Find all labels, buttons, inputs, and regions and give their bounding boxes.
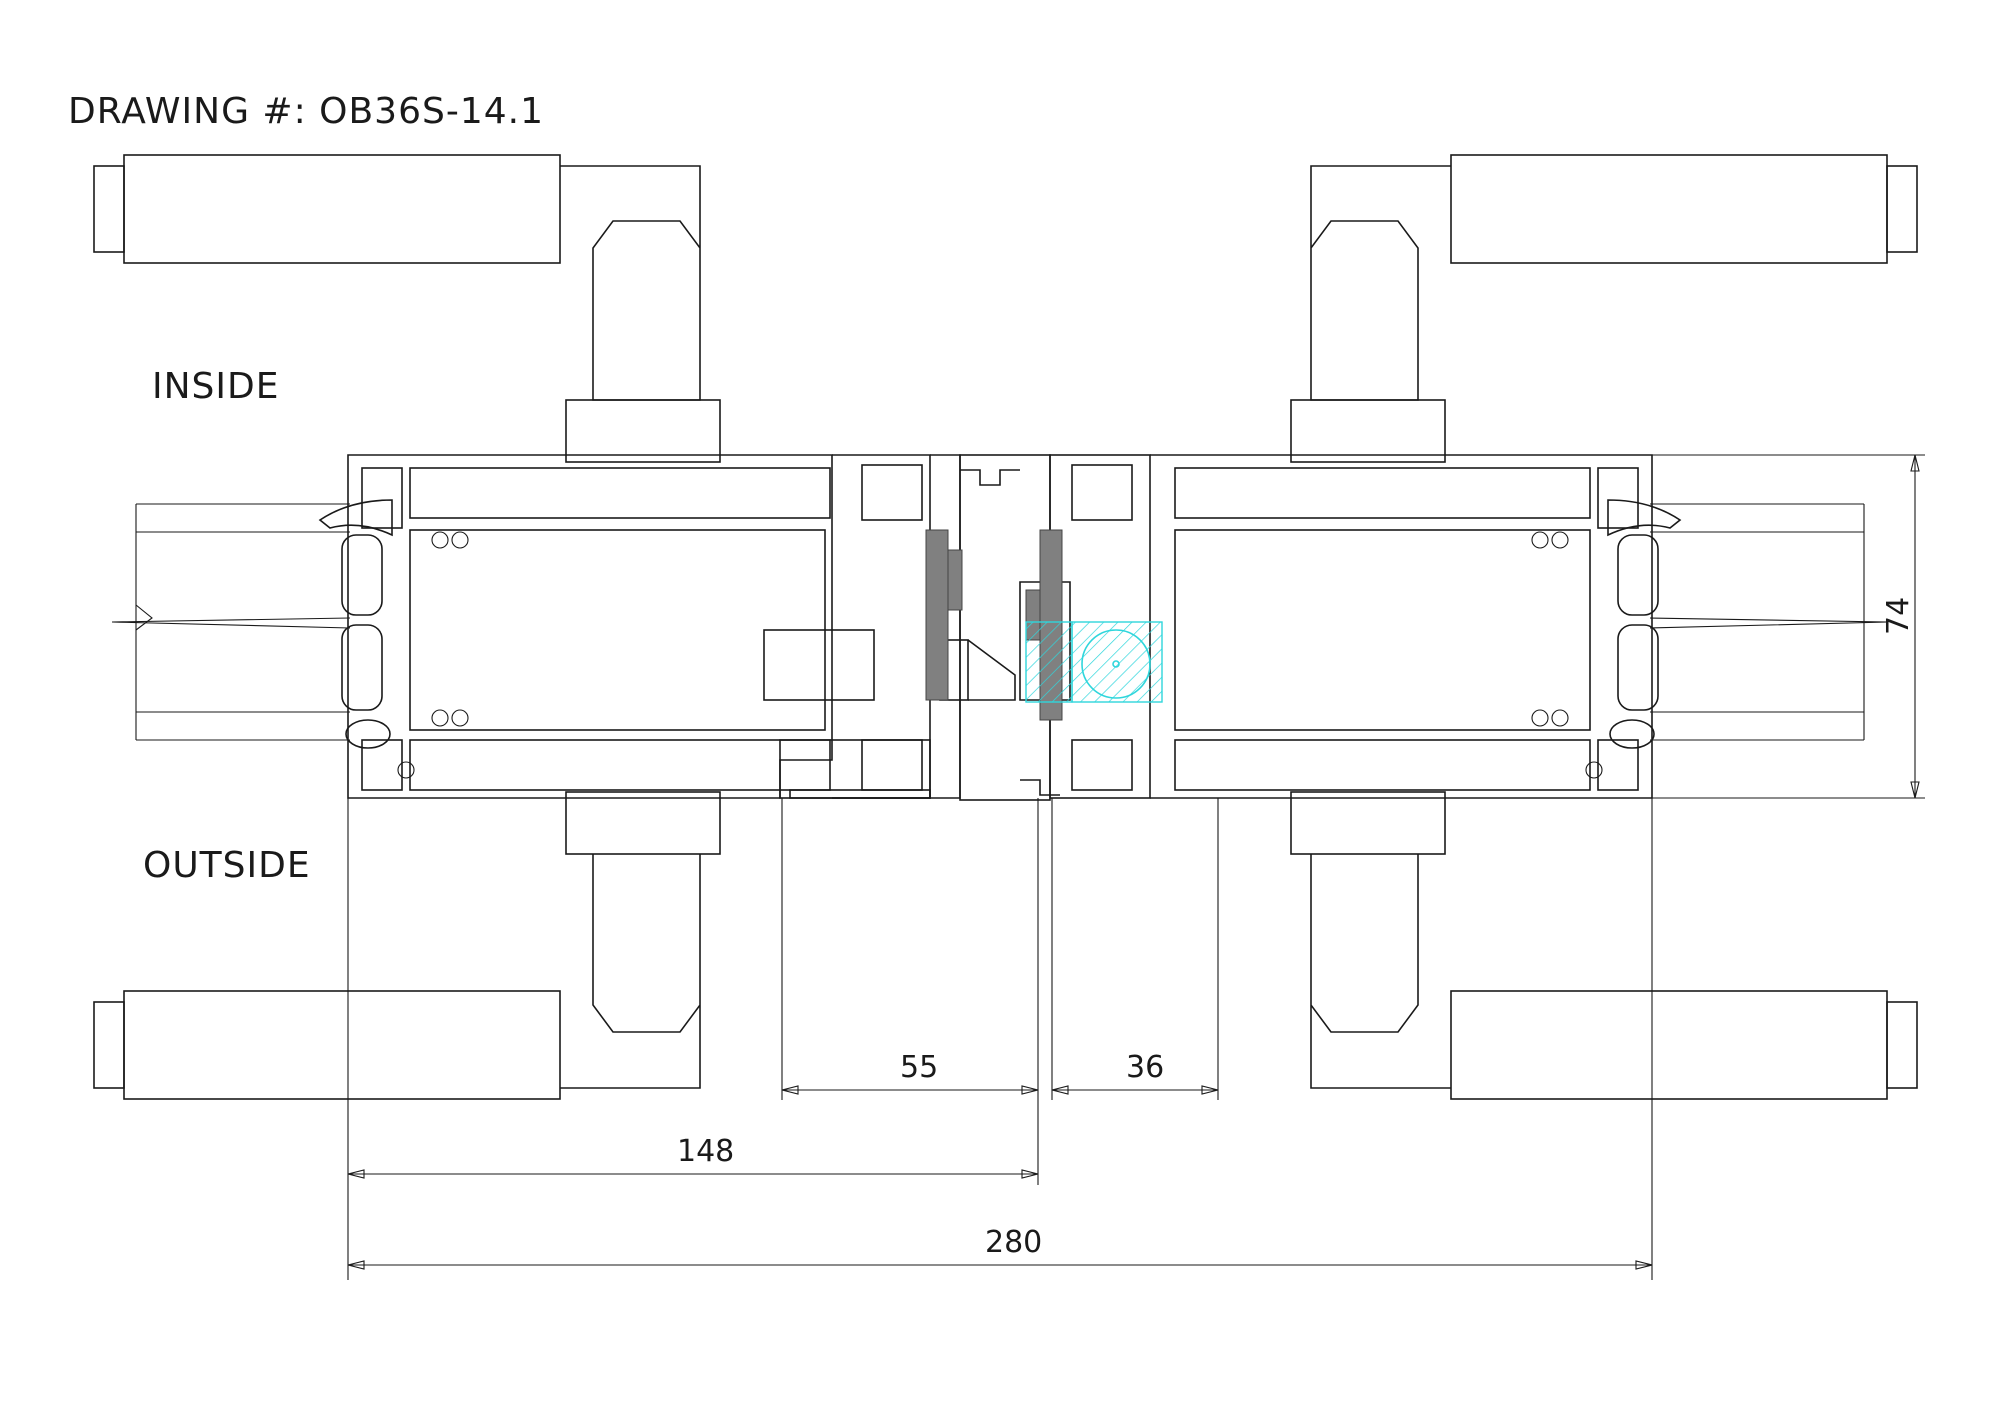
dimension-55: 55 bbox=[781, 1050, 1039, 1095]
handle-top-left bbox=[93, 154, 721, 463]
dimension-74: 74 bbox=[1881, 454, 1920, 799]
dimension-74-text: 74 bbox=[1881, 597, 1916, 635]
inside-label: INSIDE bbox=[152, 366, 279, 407]
dimension-36: 36 bbox=[1051, 1050, 1219, 1095]
handle-top-right bbox=[1290, 154, 1918, 463]
glass-left bbox=[111, 503, 351, 741]
dimension-148-text: 148 bbox=[677, 1134, 734, 1169]
dimension-148: 148 bbox=[347, 1134, 1039, 1179]
dimension-280: 280 bbox=[347, 1225, 1653, 1270]
handle-bottom-left bbox=[93, 791, 721, 1100]
handle-bottom-right bbox=[1290, 791, 1918, 1100]
glass-right bbox=[1649, 503, 1889, 741]
outside-label: OUTSIDE bbox=[143, 845, 311, 886]
center-mullion bbox=[763, 454, 1163, 801]
sash-right bbox=[1150, 454, 1682, 799]
sash-left bbox=[318, 454, 833, 799]
dimension-55-text: 55 bbox=[900, 1050, 938, 1085]
drawing-title: DRAWING #: OB36S-14.1 bbox=[68, 91, 544, 132]
dimension-36-text: 36 bbox=[1126, 1050, 1164, 1085]
dimension-280-text: 280 bbox=[985, 1225, 1042, 1260]
dimension-extension-lines bbox=[347, 454, 1925, 1280]
